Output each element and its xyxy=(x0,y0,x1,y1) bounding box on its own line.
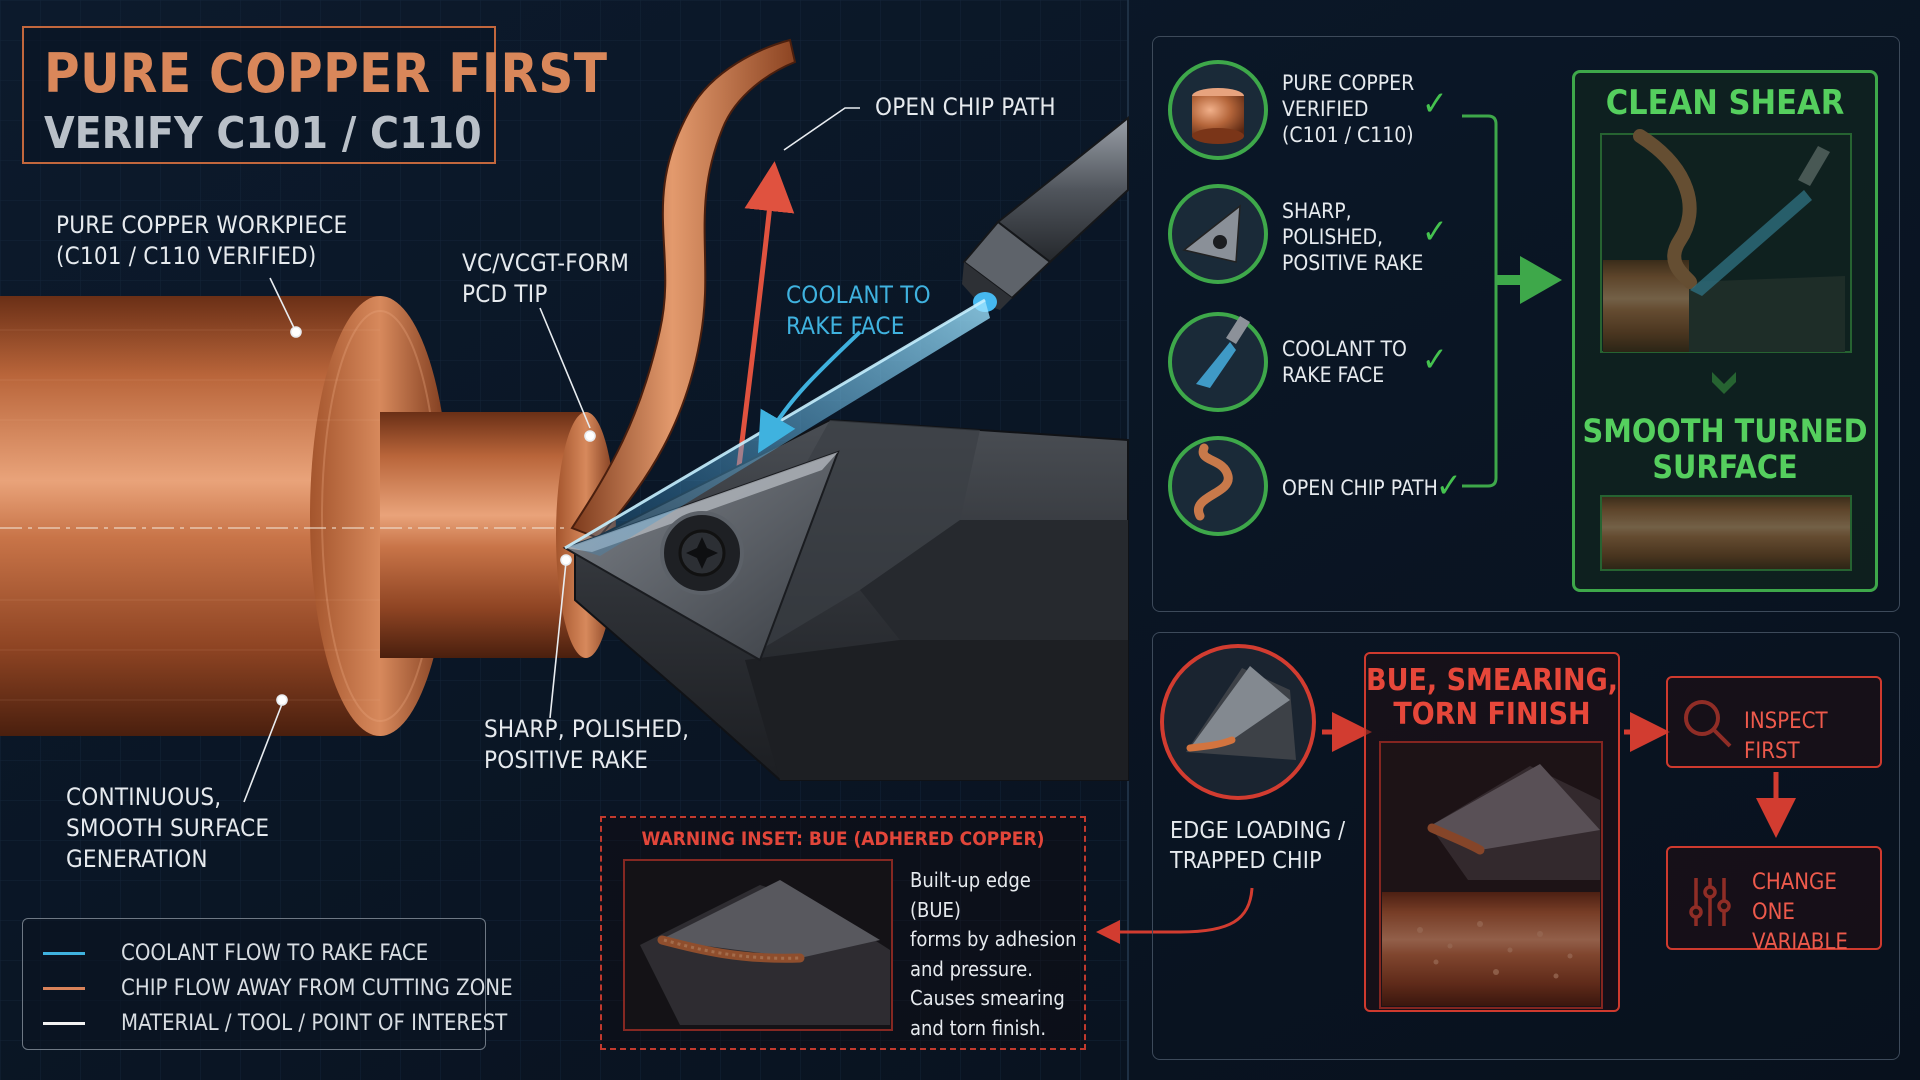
warning-text: Built-up edge (BUE) forms by adhesion an… xyxy=(910,868,1077,1040)
leader-dot xyxy=(584,430,596,442)
clean-shear-title: CLEAN SHEAR xyxy=(1605,83,1845,123)
legend: COOLANT FLOW TO RAKE FACE CHIP FLOW AWAY… xyxy=(22,918,513,1050)
warning-title: WARNING INSET: BUE (ADHERED COPPER) xyxy=(641,828,1045,850)
warning-inset: WARNING INSET: BUE (ADHERED COPPER) Buil… xyxy=(600,816,1086,1050)
legend-label: COOLANT FLOW TO RAKE FACE xyxy=(121,940,429,966)
check-icon: ✓ xyxy=(1422,340,1448,380)
bue-finish-image xyxy=(1379,741,1603,1009)
leader-line xyxy=(783,107,860,151)
legend-swatch-coolant xyxy=(43,951,85,955)
to-good-arrow xyxy=(1520,256,1562,304)
copper-chip xyxy=(570,38,797,540)
good-outcome-box: CLEAN SHEAR SMOOTH TURNED SURFACE xyxy=(1572,70,1878,592)
legend-swatch-chip xyxy=(43,986,85,990)
chip-curl-icon xyxy=(1168,436,1268,536)
label-edge-loading: EDGE LOADING / TRAPPED CHIP xyxy=(1170,818,1346,874)
leader-line xyxy=(539,307,591,429)
bue-inset-image xyxy=(623,859,893,1031)
leader-dot xyxy=(290,326,302,338)
inspect-first-box[interactable]: INSPECT FIRST xyxy=(1666,676,1882,768)
checklist-item-chip: OPEN CHIP PATH xyxy=(1282,476,1438,500)
checklist-panel xyxy=(1152,36,1900,612)
legend-label: MATERIAL / TOOL / POINT OF INTEREST xyxy=(121,1010,508,1036)
legend-item: MATERIAL / TOOL / POINT OF INTEREST xyxy=(43,1009,507,1037)
label-workpiece: PURE COPPER WORKPIECE (C101 / C110 VERIF… xyxy=(56,211,348,270)
legend-item: CHIP FLOW AWAY FROM CUTTING ZONE xyxy=(43,974,513,1002)
leader-dot xyxy=(276,694,288,706)
page-title: PURE COPPER FIRST xyxy=(44,42,608,105)
copper-billet-icon xyxy=(1168,60,1268,160)
leader-line xyxy=(243,703,283,803)
checklist-bracket xyxy=(1462,114,1498,488)
label-pcd-tip: VC/VCGT-FORM PCD TIP xyxy=(462,249,630,308)
label-sharp-edge: SHARP, POLISHED, POSITIVE RAKE xyxy=(484,715,690,774)
page-subtitle: VERIFY C101 / C110 xyxy=(44,108,482,159)
change-variable-label: CHANGE ONE VARIABLE xyxy=(1752,870,1848,955)
leader-dot xyxy=(560,554,572,566)
failure-panel xyxy=(1152,632,1900,1060)
coolant-nozzle-icon xyxy=(1168,312,1268,412)
coolant-nozzle xyxy=(962,115,1129,312)
insert-icon xyxy=(1168,184,1268,284)
title-block: PURE COPPER FIRST VERIFY C101 / C110 xyxy=(22,26,607,164)
checklist-item-rake: SHARP, POLISHED, POSITIVE RAKE xyxy=(1282,199,1424,275)
legend-swatch-poi xyxy=(43,1021,85,1025)
edge-loading-icon xyxy=(1160,644,1316,800)
bue-outcome-box: BUE, SMEARING, TORN FINISH xyxy=(1364,652,1620,1012)
legend-label: CHIP FLOW AWAY FROM CUTTING ZONE xyxy=(121,975,513,1001)
checklist-item-copper: PURE COPPER VERIFIED (C101 / C110) xyxy=(1282,71,1415,147)
sliders-icon xyxy=(1689,878,1731,926)
leader-line xyxy=(549,561,567,719)
coolant-flow-arrow xyxy=(757,330,862,454)
magnifier-icon xyxy=(1684,700,1732,748)
check-icon: ✓ xyxy=(1436,466,1462,506)
check-icon: ✓ xyxy=(1422,212,1448,252)
label-coolant: COOLANT TO RAKE FACE xyxy=(786,281,931,340)
check-icon: ✓ xyxy=(1422,84,1448,124)
inspect-first-label: INSPECT FIRST xyxy=(1744,709,1828,764)
label-continuous-surface: CONTINUOUS, SMOOTH SURFACE GENERATION xyxy=(66,783,270,873)
legend-item: COOLANT FLOW TO RAKE FACE xyxy=(43,939,428,967)
smooth-surface-title: SMOOTH TURNED SURFACE xyxy=(1582,412,1868,486)
bue-title: BUE, SMEARING, TORN FINISH xyxy=(1366,663,1619,732)
leader-line xyxy=(269,277,297,333)
change-variable-box[interactable]: CHANGE ONE VARIABLE xyxy=(1666,846,1882,955)
back-to-warning-arrow xyxy=(1096,887,1254,944)
checklist-item-coolant: COOLANT TO RAKE FACE xyxy=(1282,337,1407,387)
label-open-chip-path: OPEN CHIP PATH xyxy=(875,93,1056,121)
